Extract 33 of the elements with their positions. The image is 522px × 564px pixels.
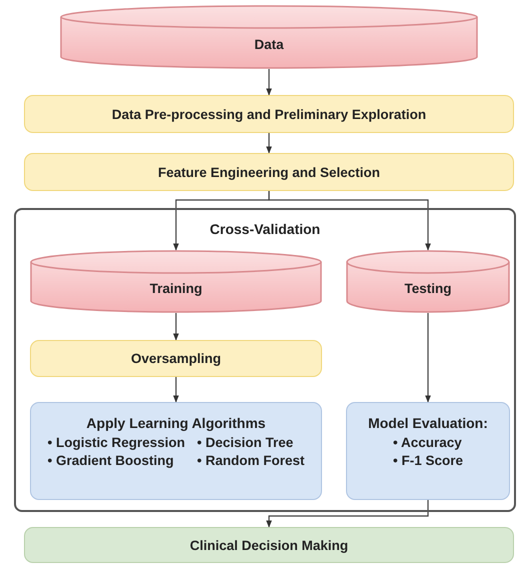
bullet-item: • Logistic Regression — [47, 435, 185, 450]
database-cylinder — [346, 250, 510, 313]
arrow — [268, 191, 431, 251]
arrow — [425, 313, 431, 403]
bullet-item: • Gradient Boosting — [47, 453, 175, 468]
box-label: Oversampling — [130, 351, 222, 366]
process-box — [30, 340, 322, 377]
box-label: Feature Engineering and Selection — [158, 164, 380, 180]
arrow — [266, 69, 272, 96]
process-box — [24, 153, 514, 191]
process-box — [30, 402, 322, 500]
arrow — [266, 500, 429, 528]
bullet-item: • Random Forest — [197, 453, 304, 468]
box-label: Data Pre-processing and Preliminary Exploration — [112, 106, 426, 122]
arrow — [173, 377, 179, 403]
process-box — [24, 527, 514, 563]
group-frame — [14, 208, 516, 512]
box-label: Testing — [404, 281, 452, 296]
bullet-item: • Accuracy — [393, 435, 463, 450]
box-heading: Apply Learning Algorithms — [86, 415, 266, 431]
box-heading: Model Evaluation: — [368, 415, 488, 431]
database-cylinder — [30, 250, 322, 313]
arrow — [173, 313, 179, 341]
box-label: Clinical Decision Making — [190, 538, 348, 552]
bullet-item: • Decision Tree — [197, 435, 294, 450]
group-title: Cross-Validation — [208, 221, 322, 237]
arrow — [266, 133, 272, 154]
process-box — [24, 95, 514, 133]
box-label: Data — [254, 36, 284, 52]
database-cylinder — [60, 5, 478, 69]
process-box — [346, 402, 510, 500]
bullet-item: • F-1 Score — [393, 453, 463, 468]
box-label: Training — [150, 281, 202, 296]
